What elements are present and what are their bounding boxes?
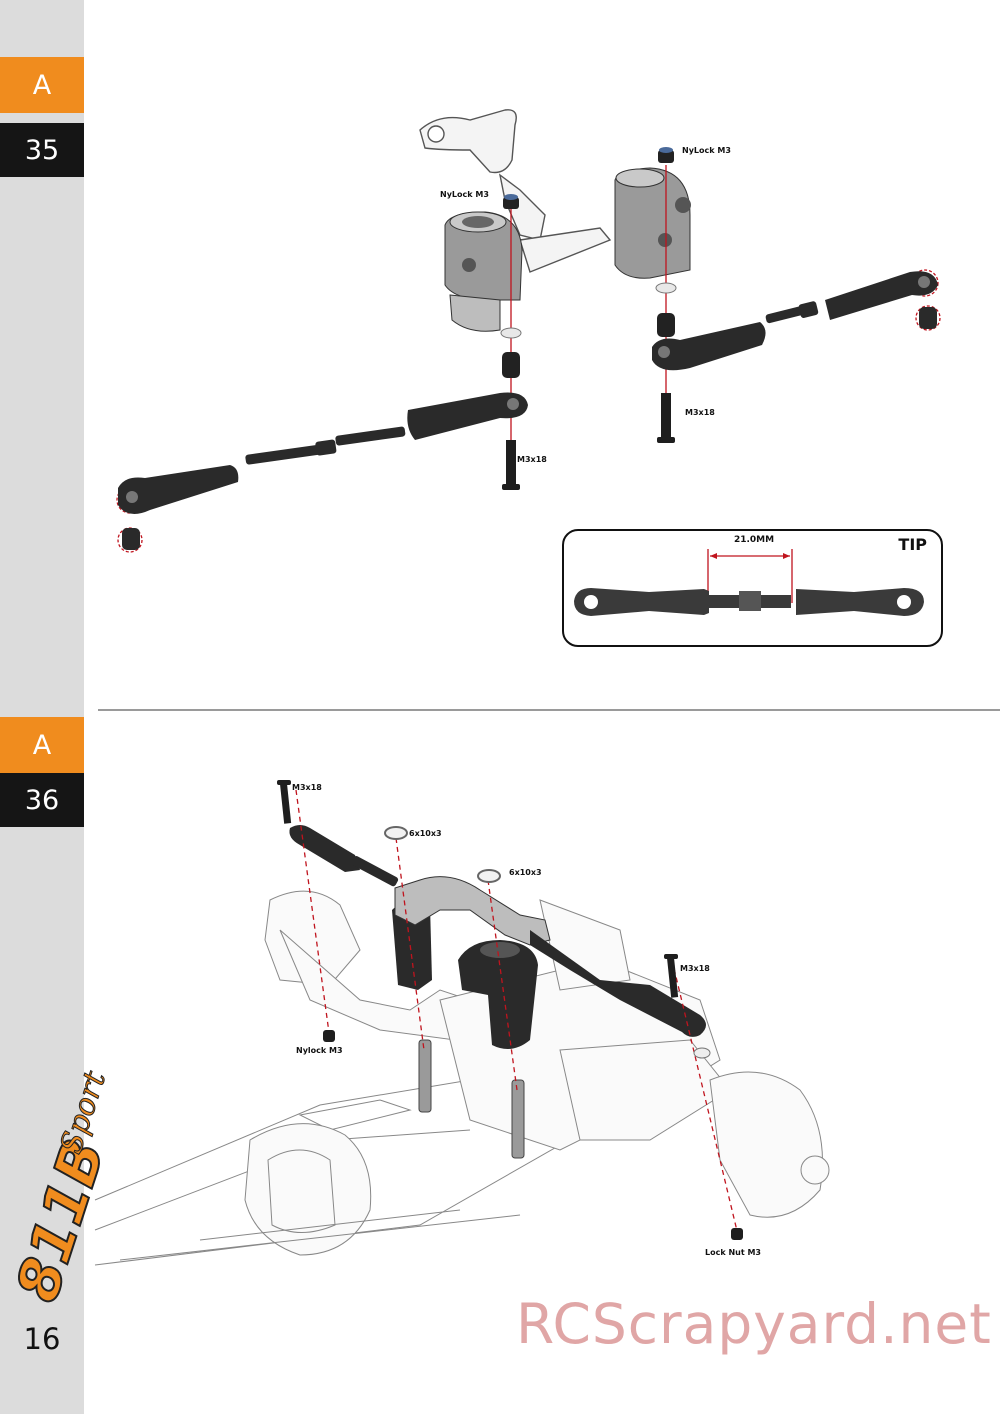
label-nylock-right: NyLock M3 [682,146,731,155]
step-35-diagram: NyLock M3 NyLock M3 M3x18 M3x18 [116,109,941,553]
washer-icon [500,327,522,339]
tie-rod-right-icon [652,271,938,371]
washer-icon [655,282,677,294]
watermark: RCScrapyard.net [516,1292,992,1356]
step-divider [98,709,1000,711]
tip-title: TIP [898,535,927,554]
label-nylock: Nylock M3 [296,1046,343,1055]
brand-logo: 811B Sport [2,1066,120,1311]
label-locknut: Lock Nut M3 [705,1248,761,1257]
posts-icon [418,1039,525,1159]
screw-icon [657,393,675,443]
steering-post-left-icon [444,211,523,332]
step-section-tab: A [0,717,84,773]
lock-nut-icon [731,1228,743,1240]
screw-icon [277,780,292,824]
step-section-tab: A [0,57,84,113]
screw-icon [502,440,520,490]
label-screw-right: M3x18 [685,408,715,417]
tie-rod-left-icon [118,392,528,550]
label-nylock-left: NyLock M3 [440,190,489,199]
chassis-icon [94,890,830,1266]
turnbuckle-diagram [574,549,924,616]
washer-icon [384,826,408,840]
leader-lines [295,789,739,1236]
label-screw-left: M3x18 [517,455,547,464]
screw-icon [664,954,679,998]
label-washer-2: 6x10x3 [509,868,542,877]
label-washer-1: 6x10x3 [409,829,442,838]
nylock-nut-icon [323,1030,335,1042]
steering-post-right-icon [614,167,691,279]
tip-dimension: 21.0MM [733,535,775,545]
nylock-nut-icon [658,147,674,163]
tie-rod-icon [289,825,706,1037]
step-number-tab: 35 [0,123,84,177]
turnbuckle-icon [574,588,924,616]
label-screw-left: M3x18 [292,783,322,792]
label-screw-right: M3x18 [680,964,710,973]
ball-stud-icon [657,313,675,337]
step-36-diagram: M3x18 6x10x3 6x10x3 M3x18 Nylock M3 Lock… [94,780,830,1266]
washer-icon [477,869,501,883]
step-number-tab: 36 [0,773,84,827]
drag-link-icon [394,876,551,946]
sidebar [0,0,84,1414]
washer-icon [693,1047,711,1059]
ball-stud-icon [502,352,520,378]
page-number: 16 [23,1322,61,1356]
steering-post-icon [392,898,538,1049]
steering-arm-icon [419,109,612,273]
tip-box: TIP 21.0MM [562,529,943,647]
nylock-nut-icon [503,194,519,209]
